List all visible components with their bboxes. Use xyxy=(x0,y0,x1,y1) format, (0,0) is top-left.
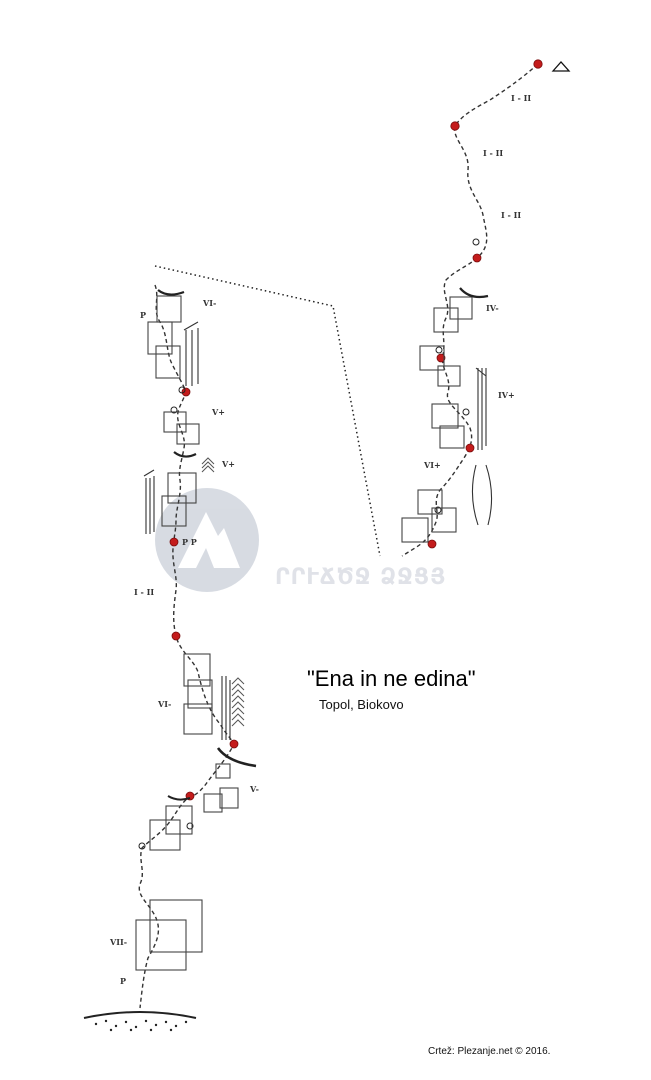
crack-feature xyxy=(475,367,487,450)
mountain-peak-shape xyxy=(178,512,240,568)
belay-station xyxy=(229,739,239,749)
chimney-feature xyxy=(471,464,493,526)
piton-icon xyxy=(462,408,470,416)
belay-station xyxy=(465,443,475,453)
grade-label: V+ xyxy=(221,459,235,469)
rock-block xyxy=(437,365,461,387)
grade-label: VI- xyxy=(202,298,216,308)
rock-block xyxy=(167,472,197,504)
rock-block xyxy=(219,787,239,809)
route-line-left xyxy=(138,284,235,1009)
belay-station xyxy=(533,59,543,69)
grade-label: I - II xyxy=(134,587,154,597)
grade-label: I - II xyxy=(483,148,503,158)
scree-texture xyxy=(94,1019,188,1032)
route-title: "Ena in ne edina" xyxy=(307,666,476,691)
overhang-roof xyxy=(157,289,185,296)
crack-feature xyxy=(183,321,199,386)
grade-label: I - II xyxy=(501,210,521,220)
rock-block xyxy=(203,793,223,813)
belay-station xyxy=(450,121,460,131)
piton-icon xyxy=(178,386,186,394)
piton-label: P P xyxy=(182,537,197,547)
rock-block xyxy=(149,899,203,953)
crack-feature xyxy=(143,469,155,534)
grade-label: V+ xyxy=(211,407,225,417)
section-connector-line xyxy=(154,265,381,557)
overhang-roof xyxy=(173,451,197,458)
rock-block xyxy=(161,495,187,527)
rock-block xyxy=(183,653,211,687)
route-line-right xyxy=(401,63,539,557)
belay-station xyxy=(427,539,437,549)
grade-label: VII- xyxy=(109,937,127,947)
rock-block xyxy=(183,703,213,735)
rock-block xyxy=(431,403,459,429)
piton-icon xyxy=(170,406,178,414)
rock-block xyxy=(147,321,173,355)
piton-label: P xyxy=(120,976,126,986)
grade-label: V- xyxy=(249,784,259,794)
rock-block xyxy=(215,763,231,779)
drawing-credit: Crtež: Plezanje.net © 2016. xyxy=(428,1046,551,1057)
piton-icon xyxy=(138,842,146,850)
rock-block xyxy=(163,411,187,433)
piton-icon xyxy=(434,506,442,514)
route-location: Topol, Biokovo xyxy=(319,697,404,712)
rock-block xyxy=(439,425,465,449)
left-section: VI- V+ V+ I - II VI- V- VII- P P P P xyxy=(83,284,259,1032)
grade-label: IV- xyxy=(486,303,499,313)
rock-block xyxy=(431,507,457,533)
overhang-roof xyxy=(167,795,191,801)
rock-block xyxy=(155,345,181,379)
chevron-arrows-icon xyxy=(201,457,215,473)
belay-station xyxy=(171,631,181,641)
grade-label: VI+ xyxy=(423,460,441,470)
belay-station xyxy=(169,537,179,547)
rock-block xyxy=(156,295,182,323)
rock-block xyxy=(433,307,459,333)
rock-block xyxy=(417,489,443,515)
watermark-text: ՐՐՒՃԾՋ ՁՋՑՅ xyxy=(275,565,446,590)
rock-block xyxy=(176,423,200,445)
belay-station xyxy=(472,253,482,263)
rock-block xyxy=(135,919,187,971)
rock-block xyxy=(187,679,213,709)
belay-station xyxy=(181,387,191,397)
belay-station xyxy=(436,353,446,363)
piton-label: P xyxy=(140,310,146,320)
grade-label: I - II xyxy=(511,93,531,103)
ground-base xyxy=(83,1011,197,1019)
piton-icon xyxy=(186,822,194,830)
crack-feature xyxy=(221,676,231,740)
grade-label: IV+ xyxy=(498,390,515,400)
chevron-arrows-icon xyxy=(231,677,245,727)
overhang-roof xyxy=(459,287,489,299)
watermark: ՐՐՒՃԾՋ ՁՋՑՅ xyxy=(155,488,446,592)
piton-icon xyxy=(435,346,443,354)
piton-icon xyxy=(472,238,480,246)
rock-block xyxy=(401,517,429,543)
grade-label: VI- xyxy=(157,699,171,709)
summit-triangle-icon xyxy=(551,61,571,72)
rock-block xyxy=(419,345,445,371)
overhang-roof xyxy=(216,747,257,768)
right-section: I - II I - II I - II IV- IV+ VI+ xyxy=(401,59,571,557)
rock-block xyxy=(149,819,181,851)
